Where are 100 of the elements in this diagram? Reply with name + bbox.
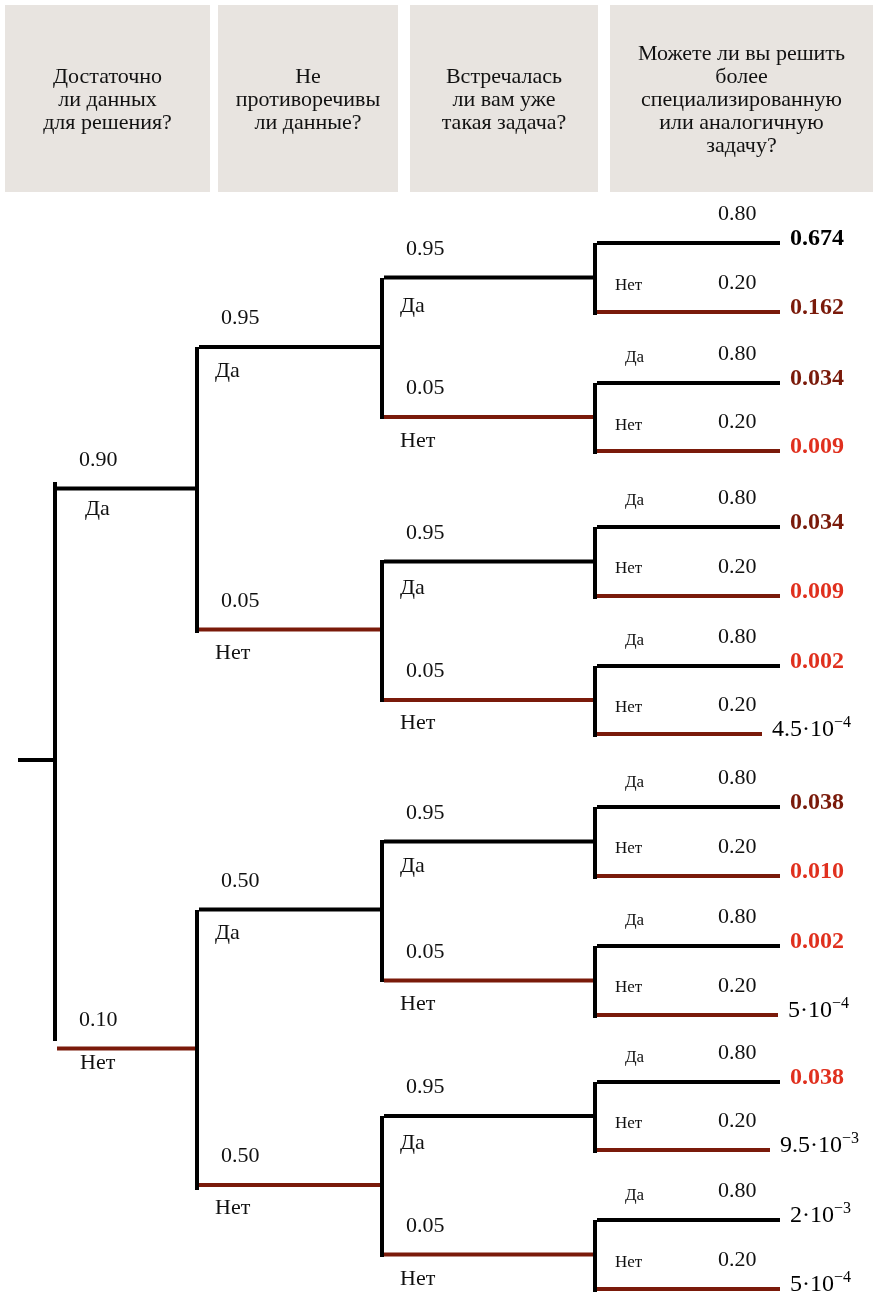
edge-label: 0.95 [406,1074,445,1098]
edge-label: 0.20 [718,1108,757,1132]
edge-label: 0.95 [406,235,445,260]
branch-line [597,874,780,878]
header-panel [218,5,398,192]
outcome-value: 0.002 [780,926,844,954]
branch-bar [593,527,597,599]
edge-label: 0.80 [718,1178,757,1202]
branch-line [18,758,53,762]
branch-line [199,345,380,349]
edge-label: 0.05 [406,1212,445,1237]
branch-label: Да [625,772,645,792]
branch-label: Да [625,910,645,930]
branch-bar [195,910,199,1190]
branch-bar [593,383,597,454]
branch-bar [53,482,57,1041]
edge-label: 0.80 [718,904,757,928]
header-panel [610,5,873,192]
edge-label: 0.80 [718,624,757,648]
branch-label: Нет [615,275,643,295]
edge-label: 0.50 [221,867,260,892]
outcome-value: 0.162 [780,292,844,320]
edge-label: 0.20 [718,973,757,997]
outcome-value: 0.009 [780,576,844,604]
branch-bar [195,347,199,633]
branch-line [384,275,593,280]
edge-label: 0.80 [718,201,757,225]
branch-line [384,1252,593,1257]
branch-label: Нет [615,1113,643,1133]
branch-label: Нет [400,991,436,1015]
branch-label: Нет [615,838,643,858]
edge-label: 0.80 [718,485,757,509]
header-text: Не противоречивы ли данные? [234,64,382,133]
outcome-value: 5·10$^{−4}$ [780,1269,852,1297]
edge-label: 0.20 [718,409,757,433]
edge-label: 0.80 [718,765,757,789]
edge-label: 0.20 [718,554,757,578]
outcome-value: 0.038 [780,1062,844,1090]
edge-label: 0.05 [406,658,445,682]
branch-line [597,381,780,385]
edge-label: 0.80 [718,341,757,365]
branch-line [597,449,780,453]
header-panel [5,5,210,192]
branch-label: Нет [615,415,643,435]
branch-bar [593,1082,597,1153]
branch-line [384,415,593,419]
branch-label: Да [400,293,425,317]
branch-label: Нет [615,697,643,717]
branch-line [597,805,780,809]
branch-label: Да [625,490,645,510]
branch-line [597,1287,780,1291]
branch-bar [593,243,597,315]
branch-bar [380,278,384,419]
branch-line [597,1013,778,1017]
branch-label: Нет [615,558,643,578]
edge-label: 0.95 [406,519,445,544]
edge-label: 0.20 [718,1247,757,1271]
outcome-value: 4.5·10$^{−4}$ [762,714,852,742]
outcome-value: 0.010 [780,856,844,884]
branch-line [57,486,195,491]
branch-label: Нет [215,640,251,664]
branch-line [199,907,380,912]
branch-label: Да [400,575,425,599]
outcome-value: 0.002 [780,646,844,674]
branch-label: Да [215,358,240,382]
branch-label: Да [215,920,240,944]
branch-bar [380,840,384,982]
branch-line [597,241,780,245]
branch-line [199,627,380,632]
branch-bar [593,1220,597,1292]
branch-label: Нет [400,1266,436,1290]
branch-line [597,1218,780,1222]
branch-line [597,310,780,314]
header-text: Достаточно ли данных для решения? [42,64,173,133]
branch-label: Нет [400,710,436,734]
branch-label: Нет [215,1195,251,1219]
header-panel [410,5,598,192]
edge-label: 0.20 [718,270,757,294]
branch-label: Да [85,496,110,520]
branch-label: Да [625,1047,645,1067]
outcome-value: 9.5·10$^{−3}$ [770,1130,860,1158]
branch-label: Да [625,1185,645,1205]
branch-line [384,839,593,844]
branch-line [384,698,593,702]
edge-label: 0.20 [718,834,757,858]
branch-label: Нет [615,1252,643,1272]
branch-line [597,525,780,529]
edge-label: 0.05 [406,938,445,963]
branch-bar [380,1116,384,1257]
branch-label: Нет [80,1050,116,1074]
branch-line [384,559,593,564]
edge-label: 0.95 [221,305,260,329]
outcome-value: 0.674 [780,223,844,251]
edge-label: 0.50 [221,1143,260,1167]
branch-line [384,978,593,983]
branch-bar [593,946,597,1018]
branch-bar [593,666,597,737]
header-text: Встречалась ли вам уже такая задача? [440,64,568,133]
branch-line [199,1183,380,1187]
outcome-value: 0.038 [780,787,844,815]
